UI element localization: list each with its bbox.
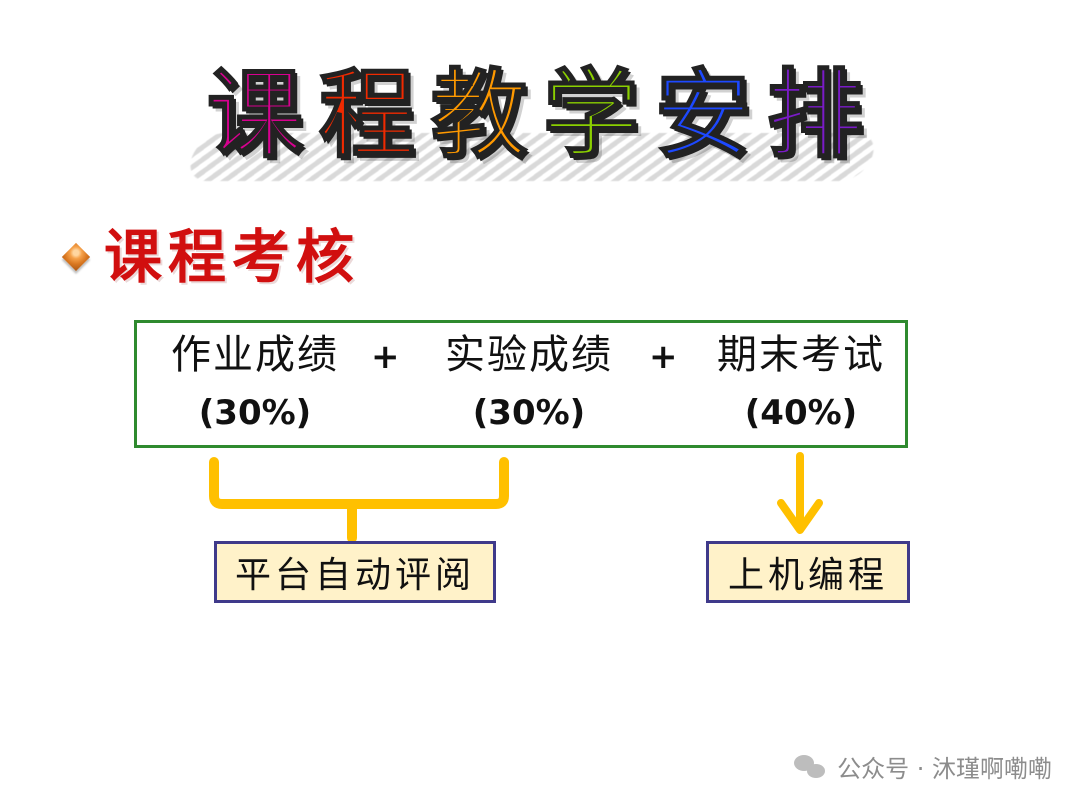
wechat-icon: [793, 753, 827, 781]
title-char-3: 教: [430, 58, 528, 171]
title-char-5: 安: [654, 58, 752, 171]
plus-sign-2: +: [649, 337, 678, 377]
title-char-1: 课: [206, 58, 304, 171]
coding-exam-box: 上机编程: [706, 541, 910, 603]
assessment-item-final: 期末考试 (40%): [703, 331, 899, 433]
merge-bracket: [209, 457, 509, 543]
assessment-item-homework: 作业成绩 (30%): [155, 331, 355, 433]
section-heading-text: 课程考核: [104, 223, 361, 291]
assessment-label-lab: 实验成绩: [445, 332, 613, 378]
title-area: 课 程 教 学 安 排: [180, 45, 900, 195]
assessment-label-final: 期末考试: [717, 332, 885, 378]
platform-review-box: 平台自动评阅: [214, 541, 496, 603]
title-char-4: 学: [542, 58, 640, 171]
title-char-6: 排: [766, 58, 864, 171]
title-char-2: 程: [318, 58, 416, 171]
watermark: 公众号 · 沐瑾啊嘞嘞: [793, 749, 1052, 784]
watermark-text: 公众号 · 沐瑾啊嘞嘞: [837, 755, 1052, 783]
plus-sign-1: +: [371, 337, 400, 377]
assessment-weight-lab: (30%): [472, 393, 586, 433]
down-arrow-head: [777, 499, 823, 534]
diamond-bullet-icon: [61, 242, 91, 272]
assessment-box: 作业成绩 (30%) + 实验成绩 (30%) + 期末考试 (40%): [134, 320, 908, 448]
assessment-label-homework: 作业成绩: [171, 332, 339, 378]
assessment-item-lab: 实验成绩 (30%): [429, 331, 629, 433]
assessment-weight-homework: (30%): [198, 393, 312, 433]
assessment-weight-final: (40%): [744, 393, 858, 433]
section-heading: 课程考核: [61, 222, 361, 292]
